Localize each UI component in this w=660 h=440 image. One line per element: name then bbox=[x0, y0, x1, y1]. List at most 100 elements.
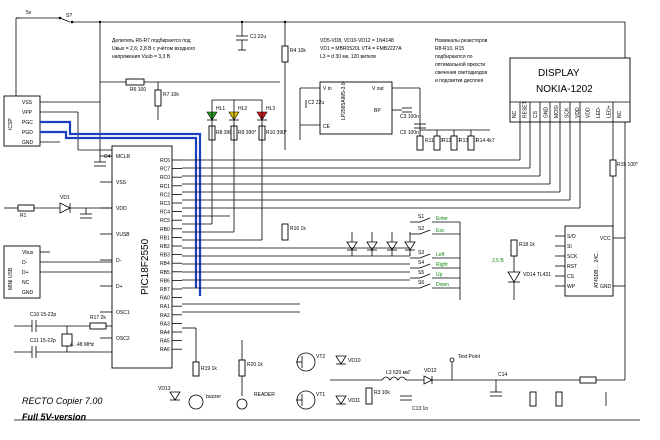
resistor-r6: R6 100 bbox=[100, 78, 280, 93]
cap-c-vdd bbox=[80, 208, 92, 219]
mcu-right-pin-label: RB0 bbox=[160, 227, 170, 233]
r7-label: R7 10k bbox=[163, 92, 179, 98]
vref-label: 2,5 В bbox=[492, 258, 504, 264]
eeprom-name: AT45DB ... 24C.. bbox=[594, 251, 600, 288]
vt2-label: VT2 bbox=[316, 354, 325, 360]
icsp-pin-pgc: PGC bbox=[22, 120, 33, 126]
note-diodes-line3: L3 = d 30 мк, 120 витков bbox=[320, 54, 376, 60]
note-resistors-line6: и подсветки дисплея bbox=[435, 78, 483, 84]
led-label: HL2 bbox=[238, 106, 247, 112]
mcu-right-pin-label: RB5 bbox=[160, 270, 170, 276]
note-divider-line1: Делитель R6-R7 подбирается под bbox=[112, 38, 191, 44]
mcu-right-pins: RC6RC7RC0RC1RC2RC3RC4RC5RB0RB1RB2RB3RB4R… bbox=[160, 158, 182, 353]
c14-label: C14 bbox=[498, 372, 507, 378]
button-label: Down bbox=[436, 282, 449, 288]
eeprom-pin-label: RST bbox=[567, 264, 577, 270]
cap-c1: C1 22u bbox=[236, 34, 266, 51]
diode-vd1: VD1 bbox=[59, 195, 112, 214]
diode-vd11: VD11 bbox=[335, 395, 360, 405]
vd14-label: VD14 TL431 bbox=[523, 272, 551, 278]
button-label: Esc bbox=[436, 228, 445, 234]
diode-vd10: VD10 bbox=[335, 355, 361, 365]
reg-pin-vin: V in bbox=[323, 86, 332, 92]
button-label: Enter bbox=[436, 216, 448, 222]
eeprom-pin-label: S/O bbox=[567, 234, 576, 240]
footer-subtitle: Full 5V-version bbox=[22, 412, 87, 422]
transistor-vt2: VT2 bbox=[296, 352, 325, 372]
resistor-r4: R4 10k bbox=[281, 45, 306, 63]
button-diode bbox=[386, 232, 398, 256]
note-divider-line3: напряжения Vusb = 3,3 В bbox=[112, 54, 171, 60]
mcu-name: PIC18F2550 bbox=[140, 238, 151, 295]
button-diode bbox=[404, 232, 416, 256]
led-resistor-label: R10 390* bbox=[266, 130, 287, 136]
cap-c10: C10 15-22p bbox=[14, 312, 90, 332]
c2-label: C2 22u bbox=[308, 100, 324, 106]
mcu-right-pin-label: RA2 bbox=[160, 313, 170, 319]
mcu-right-pin-label: RB1 bbox=[160, 235, 170, 241]
display-pin-label: NC bbox=[512, 110, 518, 118]
display-pin-label: SCK bbox=[565, 107, 571, 118]
display-model: NOKIA-1202 bbox=[536, 84, 593, 95]
usb-pin-gnd: GND bbox=[22, 290, 34, 296]
eeprom-pin-label: GND bbox=[600, 284, 612, 290]
reg-pin-bp: BP bbox=[374, 108, 381, 114]
vd1-label: VD1 bbox=[60, 195, 70, 201]
zener-vd14: VD14 TL431 bbox=[507, 256, 551, 300]
test-point: Test Point bbox=[449, 354, 481, 380]
switch-label: S6 bbox=[418, 280, 424, 286]
crystal-q1: 4...48 MHz bbox=[61, 326, 95, 352]
mcu-right-pin-label: RA1 bbox=[160, 304, 170, 310]
c11-label: C11 15-22p bbox=[30, 338, 56, 344]
display-pin-label: RESET bbox=[523, 101, 529, 118]
resistor-r14: R14 4k7 bbox=[467, 135, 495, 151]
switch-label: S5 bbox=[418, 270, 424, 276]
button-diode bbox=[366, 232, 378, 256]
usb-pin-dplus: D+ bbox=[22, 270, 29, 276]
display-title: DISPLAY bbox=[538, 68, 580, 79]
display-pin-label: LED+ bbox=[607, 105, 613, 118]
diode-vd12: VD12 bbox=[423, 368, 600, 385]
resistor-r1: R1 bbox=[4, 204, 60, 219]
display-pin-label: VDD bbox=[575, 107, 581, 118]
testpoint-label: Test Point bbox=[458, 354, 481, 360]
l3-label: L3 620 мкГ bbox=[386, 370, 411, 376]
footer-title: RECTO Copier 7.00 bbox=[22, 396, 102, 406]
note-resistors-line4: оптимальной яркости bbox=[435, 61, 485, 68]
led-label: HL1 bbox=[216, 106, 225, 112]
c13-label: C13 1n bbox=[412, 406, 428, 412]
cap-c14: C14 bbox=[490, 372, 507, 397]
note-divider-line2: Uвых = 2,6; 2,8 В с учётом входного bbox=[112, 46, 195, 52]
r15-label: R15 100* bbox=[617, 162, 638, 168]
switch-label: S1 bbox=[418, 214, 424, 220]
note-resistors-line2: R8-R10, R15 bbox=[435, 46, 464, 52]
eeprom-pin-label: SCK bbox=[567, 254, 578, 260]
switch-label: S4 bbox=[418, 260, 424, 266]
mcu-left-pin-label: VSS bbox=[116, 180, 127, 186]
usb-connector: MINI USB Vbus D- D+ NC GND bbox=[3, 245, 112, 299]
resistor-r16: R16 1k bbox=[281, 223, 306, 241]
resistor-r15: R15 100* bbox=[609, 102, 638, 226]
button-diode bbox=[346, 232, 358, 256]
mcu-left-pin-label: D+ bbox=[116, 284, 123, 290]
cap-c13: C13 1n bbox=[400, 395, 428, 412]
eeprom-pin-label: VCC bbox=[600, 236, 611, 242]
r6-label: R6 100 bbox=[130, 87, 146, 93]
button-1: S1 Enter bbox=[410, 214, 460, 223]
r4-label: R4 10k bbox=[290, 48, 306, 54]
c1-label: C1 22u bbox=[250, 34, 266, 40]
mcu-left-pin-label: OSC2 bbox=[116, 336, 130, 342]
mcu-right-pin-label: RA4 bbox=[160, 330, 170, 336]
switch-label: S? bbox=[66, 13, 72, 19]
r16-label: R16 1k bbox=[290, 226, 306, 232]
usb-pin-vbus: Vbus bbox=[22, 250, 34, 256]
mcu-chip: PIC18F2550 bbox=[111, 145, 173, 369]
note-diodes: VD5-VD8, VD10-VD12 = 1N4148 VD1 = MBR052… bbox=[320, 38, 402, 60]
mcu-right-pin-label: RB4 bbox=[160, 261, 170, 267]
